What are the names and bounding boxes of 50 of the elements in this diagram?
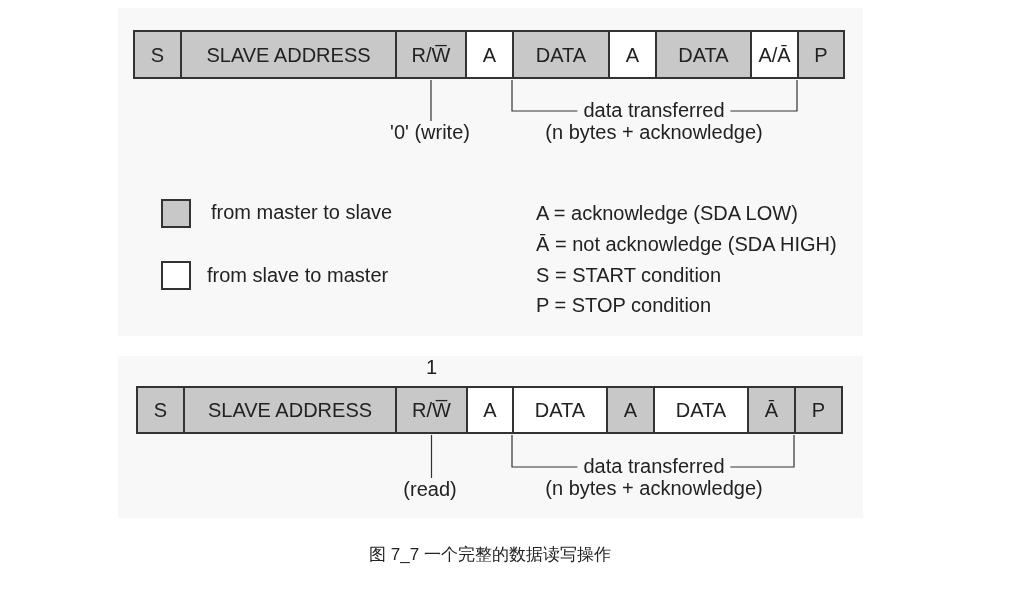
field-label: DATA	[535, 42, 587, 67]
field-label: P	[814, 42, 828, 67]
bit-value-label: 1	[425, 356, 438, 378]
frame-field	[512, 386, 608, 434]
field-label: P	[811, 398, 826, 422]
frame-field	[606, 386, 655, 434]
field-label: A	[482, 42, 497, 67]
field-label: A/Ā	[758, 42, 791, 67]
frame-field	[747, 386, 796, 434]
frame-field	[465, 30, 514, 79]
frame-field	[183, 386, 397, 434]
field-label: DATA	[678, 42, 729, 67]
field-label: DATA	[675, 398, 727, 422]
figure-caption: 图 7_7 一个完整的数据读写操作	[369, 544, 611, 566]
frame-field	[136, 386, 185, 434]
field-label: SLAVE ADDRESS	[207, 398, 373, 422]
field-label: S	[150, 42, 165, 67]
field-label: A	[623, 398, 638, 422]
frame-field	[512, 30, 610, 79]
definition-text: P = STOP condition	[536, 294, 712, 316]
bracket-note: (n bytes + acknowledge)	[545, 121, 763, 143]
frame-field	[750, 30, 799, 79]
frame-field	[395, 30, 467, 79]
annotation-text: (read)	[403, 478, 457, 500]
field-label: A	[483, 398, 497, 422]
frame-field	[797, 30, 845, 79]
annotation-text: '0' (write)	[390, 121, 470, 143]
field-label: S	[153, 398, 168, 422]
frame-field	[133, 30, 182, 79]
field-label: R/W̅	[412, 398, 451, 422]
bracket-note: (n bytes + acknowledge)	[545, 477, 763, 499]
frame-field	[653, 386, 749, 434]
definition-text: Ā = not acknowledge (SDA HIGH)	[536, 233, 837, 255]
legend-label: from slave to master	[207, 264, 389, 286]
field-label: A	[625, 42, 640, 67]
leader-line	[430, 434, 433, 479]
definition-text: S = START condition	[536, 264, 722, 286]
frame-field	[395, 386, 468, 434]
frame-field	[466, 386, 514, 434]
leader-line	[430, 79, 432, 122]
definition-text: A = acknowledge (SDA LOW)	[536, 202, 798, 224]
frame-field	[655, 30, 752, 79]
frame-field	[180, 30, 397, 79]
field-label: SLAVE ADDRESS	[206, 42, 371, 67]
frame-field	[794, 386, 843, 434]
legend-label: from master to slave	[211, 201, 393, 223]
frame-field	[608, 30, 657, 79]
field-label: R/W̅	[411, 42, 451, 67]
field-label: Ā	[764, 398, 779, 422]
field-label: DATA	[534, 398, 586, 422]
